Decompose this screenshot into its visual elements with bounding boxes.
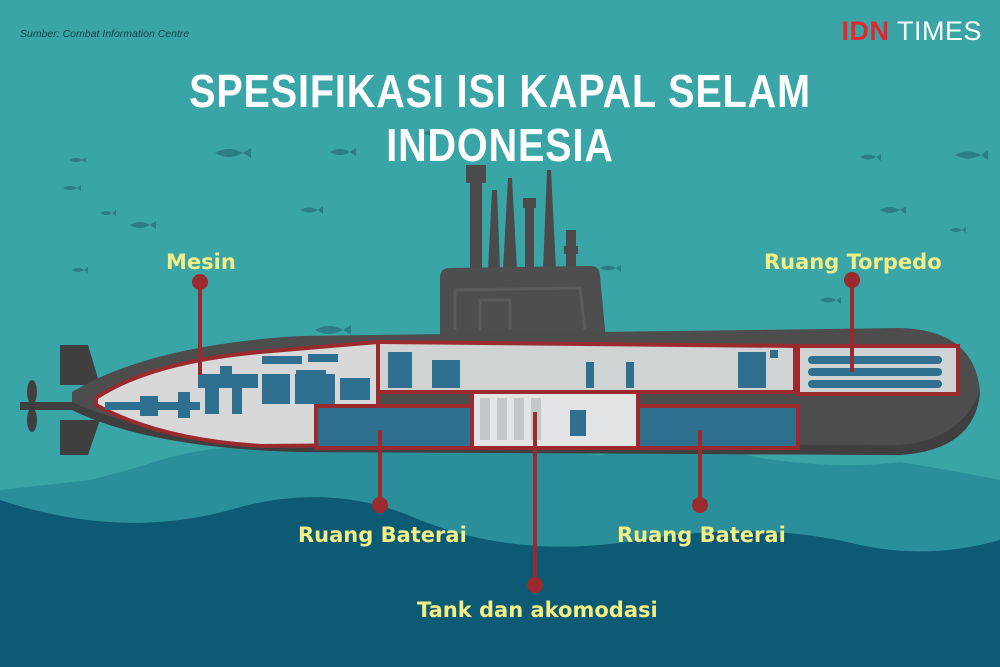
- label-battery-room-right: Ruang Baterai: [617, 523, 786, 547]
- fish-group: [63, 129, 988, 356]
- torpedo-tubes: [808, 356, 942, 388]
- source-note: Sumber: Combat Information Centre: [20, 28, 190, 40]
- brand-part1: IDN: [841, 16, 890, 46]
- brand-part2: TIMES: [896, 16, 982, 46]
- control-room-equipment: [388, 350, 778, 388]
- label-engine: Mesin: [166, 250, 236, 274]
- label-torpedo-room: Ruang Torpedo: [764, 250, 942, 274]
- battery-room-left: [314, 404, 474, 450]
- label-tank-accommodation: Tank dan akomodasi: [417, 598, 658, 622]
- engine-equipment: [105, 354, 370, 418]
- propeller: [20, 380, 72, 432]
- page-title: SPESIFIKASI ISI KAPAL SELAM INDONESIA: [189, 65, 811, 171]
- tail-fins: [60, 345, 100, 455]
- tank-compartment: [470, 390, 640, 450]
- battery-room-right: [636, 404, 800, 450]
- seabed-deep: [0, 497, 1000, 667]
- periscope-masts: [466, 165, 578, 273]
- label-battery-room-left: Ruang Baterai: [298, 523, 467, 547]
- brand-logo: IDN TIMES: [841, 16, 982, 47]
